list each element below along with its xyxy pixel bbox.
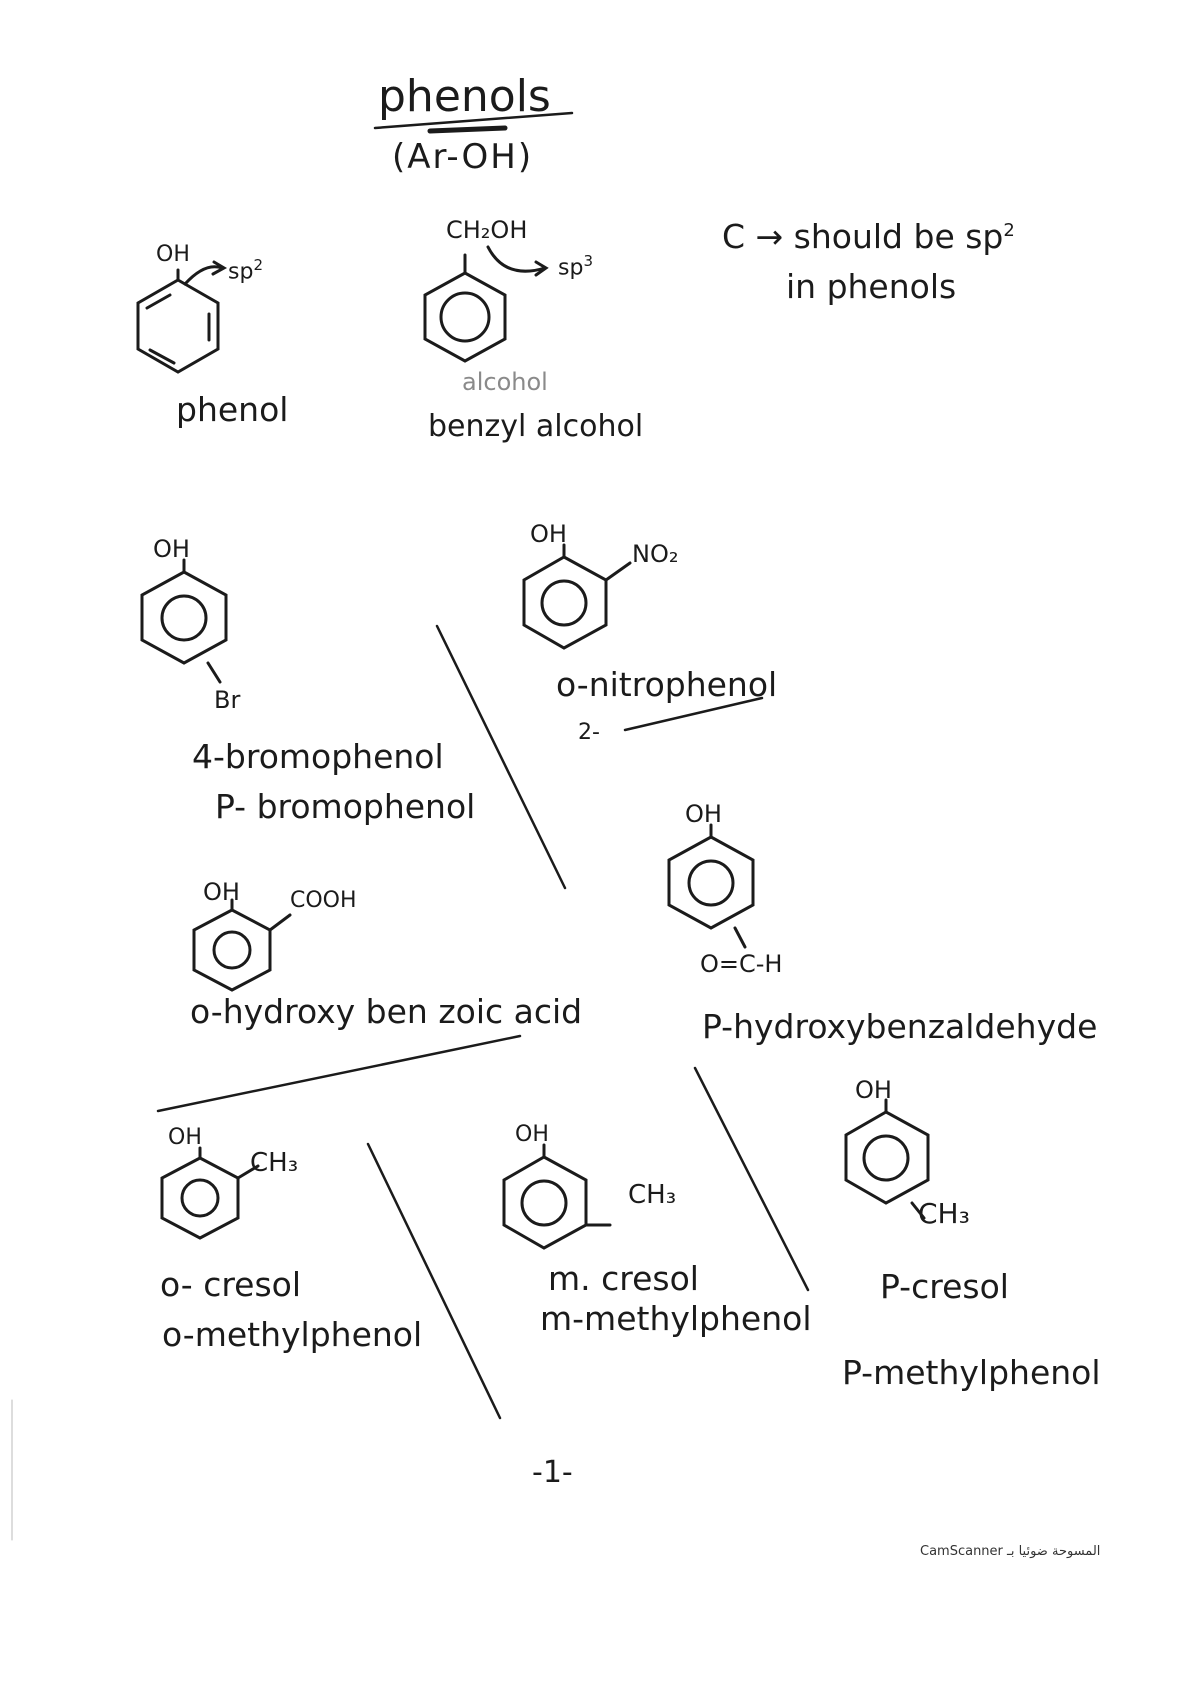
salicylic-oh-label: OH (203, 878, 240, 906)
salicylic-sub-label: COOH (290, 888, 357, 913)
bromo-benzene-ring (140, 558, 228, 684)
benzyl-group-label: CH₂OH (446, 216, 528, 244)
bromo-sub-label: Br (214, 686, 241, 714)
ocresol-oh-label: OH (168, 1125, 202, 1150)
page-title: phenols (378, 71, 551, 122)
ocresol-name-secondary: o-methylphenol (162, 1315, 423, 1354)
benzyl-hyb-label: sp3 (558, 252, 593, 281)
aldehyde-benzene-ring (667, 823, 755, 949)
pcresol-name-secondary: P-methylphenol (842, 1353, 1101, 1392)
benzyl-benzene-ring (423, 253, 507, 363)
page-subtitle: (Ar-OH) (392, 137, 534, 177)
aldehyde-oh-label: OH (685, 800, 722, 828)
pcresol-benzene-ring (844, 1098, 930, 1220)
salicylic-name: o-hydroxy ben zoic acid (190, 992, 583, 1031)
phenol-benzene-ring (136, 268, 220, 374)
pcresol-oh-label: OH (855, 1076, 892, 1104)
mcresol-oh-label: OH (515, 1122, 549, 1147)
pcresol-sub-label: CH₃ (918, 1197, 970, 1230)
benzyl-name: benzyl alcohol (428, 409, 644, 444)
bromo-name-secondary: P- bromophenol (215, 787, 476, 826)
bromo-oh-label: OH (153, 535, 190, 563)
ocresol-name-primary: o- cresol (160, 1265, 302, 1304)
bromo-name-primary: 4-bromophenol (192, 737, 444, 776)
scanner-watermark: CamScanner المسوحة ضوئيا بـ (920, 1544, 1101, 1559)
nitro-name-primary: o-nitrophenol (556, 665, 778, 704)
phenol-oh-label: OH (156, 242, 190, 267)
nitro-benzene-ring (522, 543, 632, 650)
aldehyde-name: P-hydroxybenzaldehyde (702, 1007, 1098, 1046)
phenol-hyb-label: sp2 (228, 256, 263, 285)
aldehyde-sub-label: O=C-H (700, 950, 783, 978)
mcresol-benzene-ring (502, 1143, 612, 1250)
ocresol-benzene-ring (160, 1146, 260, 1240)
salicylic-benzene-ring (192, 898, 292, 992)
nitro-sub-label: NO₂ (632, 540, 679, 568)
nitro-name-secondary: 2- (578, 720, 600, 745)
mcresol-sub-label: CH₃ (628, 1180, 677, 1210)
mcresol-name-primary: m. cresol (548, 1259, 699, 1298)
pcresol-name-primary: P-cresol (880, 1267, 1009, 1306)
ocresol-sub-label: CH₃ (250, 1148, 299, 1178)
hybridization-note-line1: C → should be sp2 (722, 217, 1015, 256)
page-number: -1- (532, 1455, 573, 1490)
hybridization-note-line2: in phenols (786, 267, 957, 306)
phenol-name: phenol (176, 390, 289, 429)
mcresol-name-secondary: m-methylphenol (540, 1299, 812, 1338)
nitro-oh-label: OH (530, 520, 567, 548)
benzyl-class-label: alcohol (462, 368, 548, 396)
